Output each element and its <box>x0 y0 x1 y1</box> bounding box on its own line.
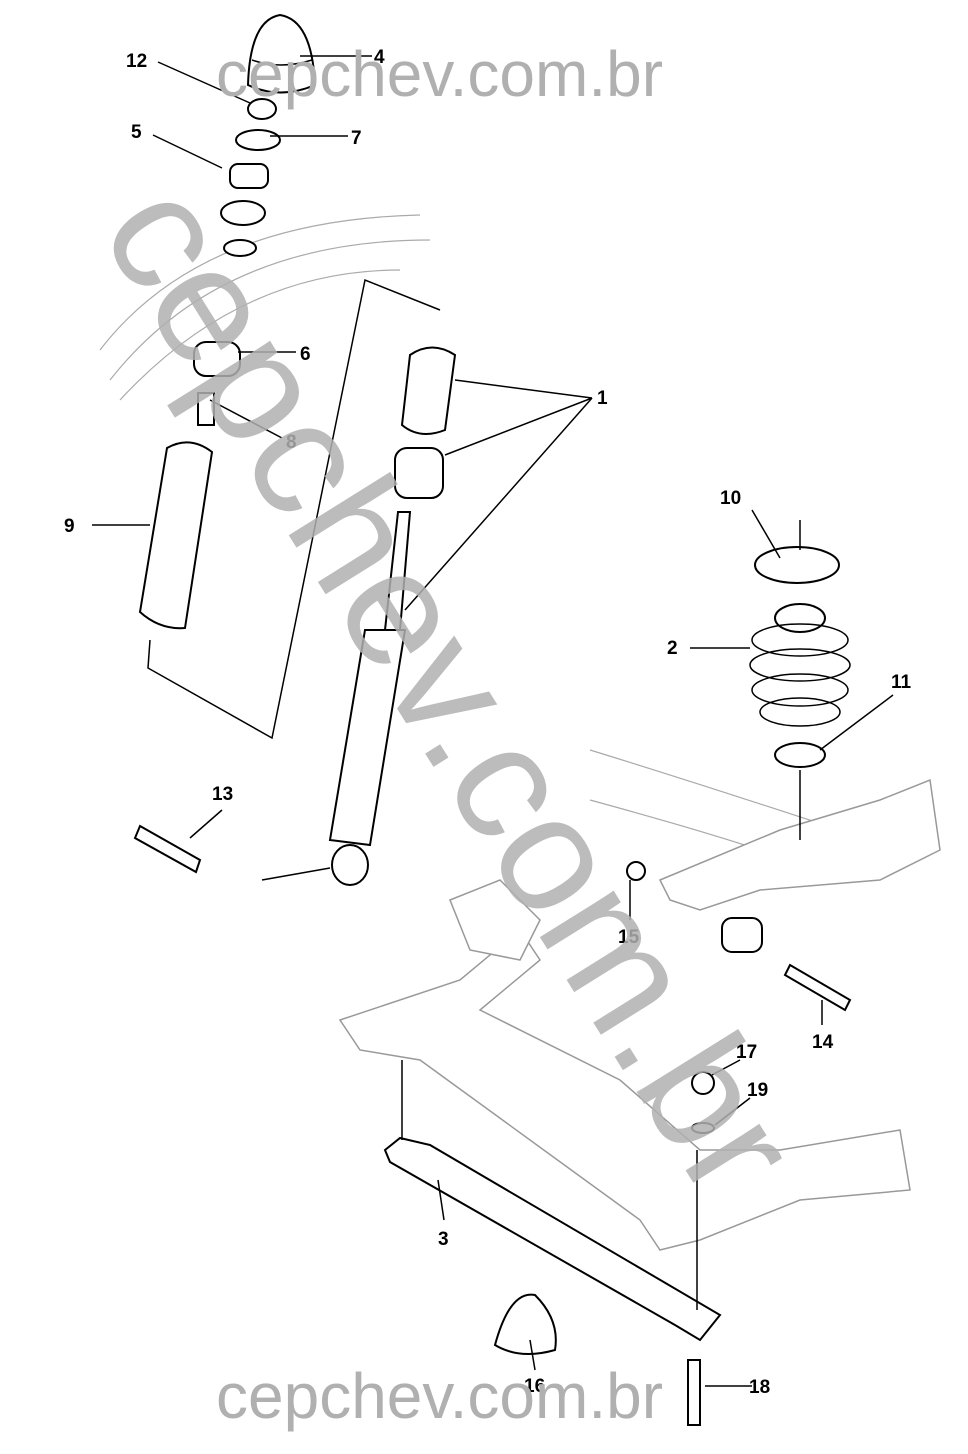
coil-spring <box>749 603 851 727</box>
callout-13: 13 <box>212 784 233 805</box>
bushing <box>394 447 444 499</box>
bump-stop-cap <box>246 13 317 94</box>
bolt-13 <box>133 824 202 874</box>
watermark-bottom: cepchev.com.br <box>216 1360 663 1432</box>
pivot-bushing <box>721 917 763 953</box>
callout-19: 19 <box>747 1080 768 1101</box>
callout-9: 9 <box>64 516 75 537</box>
bump-stop <box>400 346 457 435</box>
nut <box>247 98 277 120</box>
callout-3: 3 <box>438 1229 449 1250</box>
callout-2: 2 <box>667 638 678 659</box>
callout-14: 14 <box>812 1032 834 1053</box>
callout-5: 5 <box>131 122 142 143</box>
callout-11: 11 <box>891 672 912 693</box>
spring-seat-upper <box>754 546 840 584</box>
panhard-rod <box>383 1136 722 1342</box>
mount-hole <box>223 239 257 257</box>
callout-8: 8 <box>286 432 297 453</box>
nut-15 <box>626 861 646 881</box>
bolt-14 <box>783 963 852 1012</box>
washer <box>235 129 281 151</box>
dust-boot <box>138 441 214 630</box>
bump-pad <box>493 1293 557 1355</box>
nut-17 <box>691 1071 715 1095</box>
bushing-upper <box>229 163 269 189</box>
callout-12: 12 <box>126 51 147 72</box>
bolt-18 <box>687 1359 701 1426</box>
bushing-lower <box>193 341 241 377</box>
leader-lines <box>92 55 894 1387</box>
callout-18: 18 <box>749 1377 770 1398</box>
watermark-top: cepchev.com.br <box>216 38 663 110</box>
shock-eye <box>331 844 369 886</box>
shock-absorber <box>328 629 407 847</box>
callout-17: 17 <box>736 1042 757 1063</box>
callout-6: 6 <box>300 344 311 365</box>
body-contours <box>99 214 941 1251</box>
washer-19 <box>691 1122 715 1134</box>
callout-7: 7 <box>351 128 362 149</box>
callout-15: 15 <box>618 927 640 948</box>
ring <box>220 200 266 226</box>
spring-seat-lower <box>774 742 826 768</box>
callout-1: 1 <box>597 388 608 409</box>
callout-10: 10 <box>720 488 741 509</box>
spacer <box>197 392 215 426</box>
callout-4: 4 <box>374 47 385 68</box>
callout-16: 16 <box>524 1376 545 1397</box>
